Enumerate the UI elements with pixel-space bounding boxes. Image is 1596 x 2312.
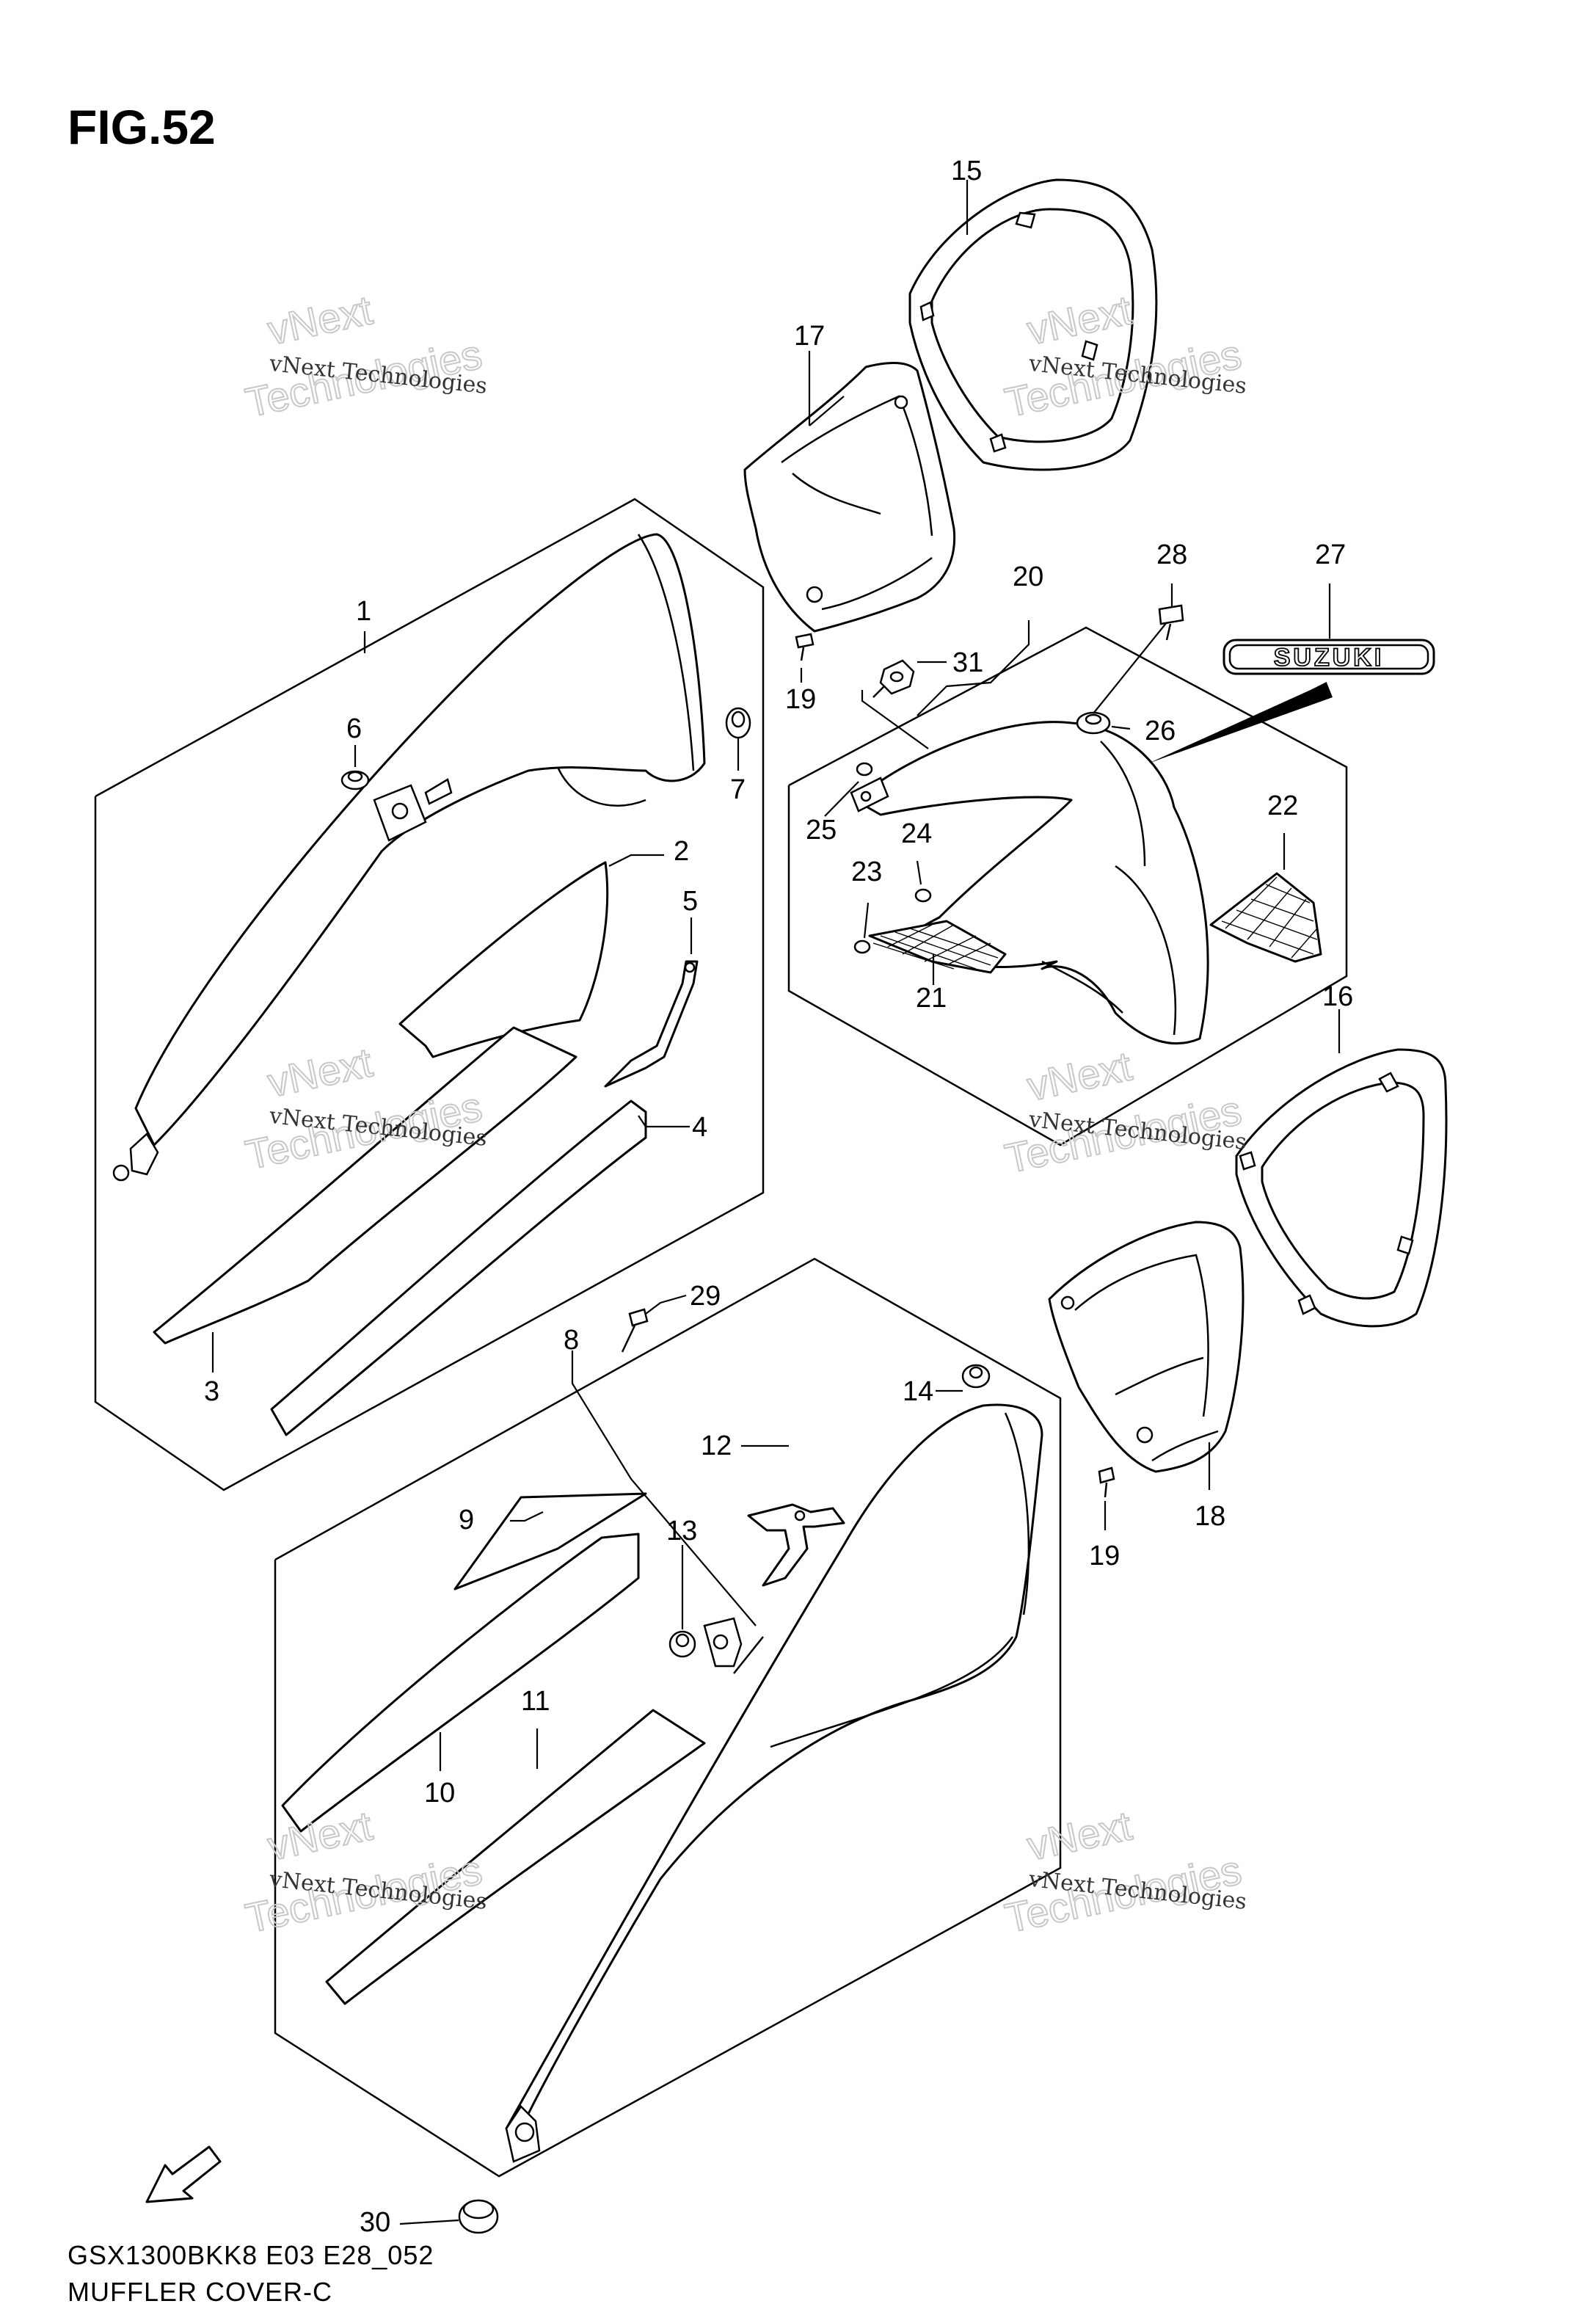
part-4-cover-strip[interactable] bbox=[270, 1099, 647, 1436]
part-22-mesh[interactable] bbox=[1209, 872, 1322, 963]
callout-1: 1 bbox=[356, 596, 371, 627]
leader-4 bbox=[638, 1115, 690, 1128]
callout-31: 31 bbox=[952, 647, 983, 678]
watermark-overlay: vNext bbox=[263, 1802, 376, 1869]
part-6-grommet[interactable] bbox=[340, 770, 370, 790]
callout-labels: 1 2 3 4 5 6 7 8 9 10 11 12 13 14 15 16 1… bbox=[204, 156, 1353, 2238]
callout-10: 10 bbox=[424, 1778, 455, 1808]
part-15-muffler-ring[interactable] bbox=[908, 178, 1158, 471]
part-14-grommet[interactable] bbox=[961, 1364, 991, 1389]
part-20-tail-cover[interactable] bbox=[850, 721, 1209, 1044]
callout-23: 23 bbox=[851, 857, 882, 887]
watermark-overlay: vNext bbox=[1023, 1042, 1136, 1109]
callout-15: 15 bbox=[951, 156, 982, 186]
part-18-muffler-shell[interactable] bbox=[1048, 1221, 1245, 1473]
leader-24 bbox=[916, 860, 922, 885]
leader-26 bbox=[1111, 725, 1131, 730]
part-9-cover-piece[interactable] bbox=[453, 1492, 647, 1591]
callout-4: 4 bbox=[692, 1112, 707, 1143]
figure-title: FIG.52 bbox=[68, 100, 216, 154]
leader-25 bbox=[824, 781, 859, 817]
callout-29: 29 bbox=[690, 1281, 721, 1312]
leader-20b bbox=[861, 690, 929, 749]
emblem-placement-arrow bbox=[1148, 682, 1333, 763]
callout-26: 26 bbox=[1145, 716, 1176, 746]
part-23-clip[interactable] bbox=[853, 939, 871, 954]
part-19-screw-upper[interactable] bbox=[795, 633, 815, 661]
part-13-grommet[interactable] bbox=[668, 1630, 696, 1658]
callout-19a: 19 bbox=[785, 684, 816, 715]
part-24-clip[interactable] bbox=[914, 888, 932, 903]
part-19-screw-lower[interactable] bbox=[1098, 1466, 1115, 1498]
leader-2 bbox=[608, 854, 664, 867]
model-code: GSX1300BKK8 E03 E28_052 bbox=[68, 2240, 434, 2270]
callout-18: 18 bbox=[1195, 1501, 1225, 1532]
callout-6: 6 bbox=[346, 713, 362, 744]
part-27-emblem[interactable]: SUZUKI bbox=[1222, 639, 1435, 675]
part-11-cover-strip[interactable] bbox=[325, 1709, 706, 2005]
callout-11: 11 bbox=[521, 1686, 550, 1717]
part-16-muffler-ring[interactable] bbox=[1235, 1048, 1448, 1328]
leader-28b bbox=[1093, 622, 1167, 714]
callout-14: 14 bbox=[903, 1376, 933, 1407]
callout-17: 17 bbox=[794, 321, 825, 352]
callout-27: 27 bbox=[1315, 539, 1346, 570]
part-3-cover-strip[interactable] bbox=[153, 1026, 577, 1345]
callout-19b: 19 bbox=[1089, 1541, 1120, 1571]
watermark-overlay: vNext bbox=[263, 286, 376, 353]
part-26-grommet[interactable] bbox=[1076, 711, 1111, 735]
part-2-cover-panel[interactable] bbox=[398, 861, 609, 1058]
part-10-cover-strip[interactable] bbox=[281, 1533, 640, 1833]
leader-29 bbox=[645, 1294, 687, 1315]
callout-24: 24 bbox=[901, 818, 932, 849]
callout-25: 25 bbox=[806, 815, 837, 846]
watermark-overlay: vNext bbox=[1023, 1802, 1136, 1869]
callout-22: 22 bbox=[1267, 790, 1298, 821]
part-7-grommet[interactable] bbox=[725, 707, 751, 739]
leader-23 bbox=[863, 902, 870, 939]
part-12-bracket[interactable] bbox=[747, 1503, 845, 1587]
callout-5: 5 bbox=[682, 886, 698, 917]
part-30-grommet[interactable] bbox=[458, 2199, 499, 2234]
callout-13: 13 bbox=[666, 1516, 697, 1546]
leader-17b bbox=[809, 396, 845, 426]
part-29-screw[interactable] bbox=[621, 1308, 649, 1353]
callout-12: 12 bbox=[701, 1431, 732, 1461]
watermarks: vNext Technologies vNext Technologies vN… bbox=[241, 286, 1247, 1942]
callout-28: 28 bbox=[1156, 539, 1187, 570]
leader-8 bbox=[571, 1351, 757, 1626]
figure-caption: MUFFLER COVER-C bbox=[68, 2277, 332, 2307]
leader-30 bbox=[399, 2219, 459, 2225]
part-8-muffler-cover[interactable] bbox=[505, 1403, 1043, 2163]
leader-20 bbox=[917, 620, 1030, 716]
callout-20: 20 bbox=[1013, 561, 1043, 592]
callout-2: 2 bbox=[674, 836, 689, 867]
group-box-left-lower bbox=[274, 1257, 1062, 2178]
part-5-bracket[interactable] bbox=[604, 960, 699, 1088]
callout-7: 7 bbox=[730, 774, 746, 805]
part-17-muffler-shell[interactable] bbox=[743, 362, 956, 633]
fwd-arrow: FWD bbox=[145, 2145, 222, 2203]
leader-9 bbox=[510, 1511, 544, 1522]
part-28-screw[interactable] bbox=[1158, 604, 1184, 641]
emblem-text: SUZUKI bbox=[1274, 644, 1385, 672]
callout-3: 3 bbox=[204, 1376, 219, 1407]
part-25-clip[interactable] bbox=[856, 762, 873, 777]
part-31-nut[interactable] bbox=[872, 659, 915, 698]
group-box-right bbox=[787, 626, 1348, 1146]
callout-30: 30 bbox=[360, 2207, 390, 2238]
part-21-mesh[interactable] bbox=[868, 920, 1007, 974]
part-1-muffler-cover[interactable] bbox=[112, 533, 706, 1182]
callout-21: 21 bbox=[916, 983, 947, 1014]
watermark-overlay: vNext bbox=[263, 1039, 376, 1105]
callout-16: 16 bbox=[1322, 981, 1353, 1012]
callout-9: 9 bbox=[459, 1505, 474, 1535]
callout-8: 8 bbox=[564, 1325, 579, 1356]
